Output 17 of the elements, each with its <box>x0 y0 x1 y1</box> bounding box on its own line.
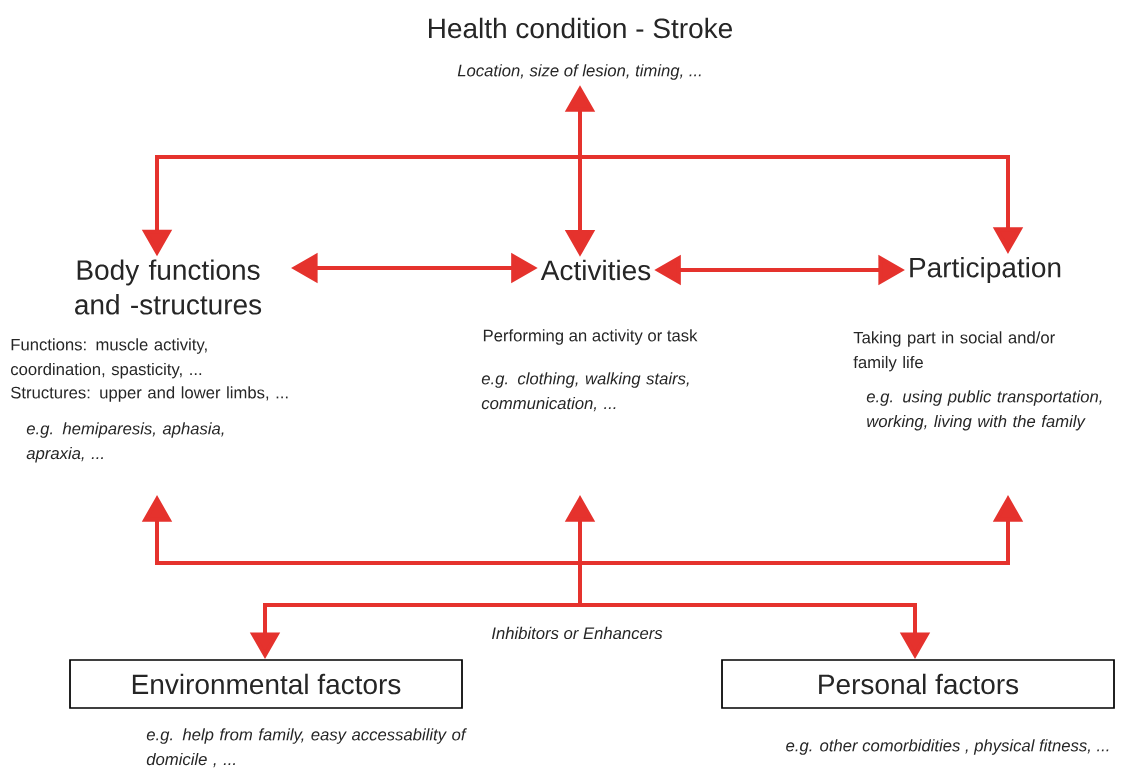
example-text: Location, size of lesion, timing, ... <box>457 64 701 80</box>
category-heading: Body functions and -structures <box>75 259 262 315</box>
example-text: e.g. other comorbidities , physical fitness, ... <box>786 739 1109 755</box>
description-text: Taking part in social and/or family life <box>853 331 1055 372</box>
description-text: Structures: upper and lower limbs, ... <box>11 386 288 402</box>
description-text: Functions: muscle activity, coordination, spasticity, ... <box>11 338 207 379</box>
category-heading: Participation <box>910 256 1061 284</box>
example-text: e.g. help from family, easy accessability of domicile , ... <box>146 728 467 768</box>
factor-box: Personal factors <box>721 659 1115 709</box>
category-heading: Activities <box>540 259 651 281</box>
description-text: Performing an activity or task <box>483 329 698 345</box>
example-text: e.g. clothing, walking stairs, communication, ... <box>481 372 689 412</box>
example-text: e.g. hemiparesis, aphasia, apraxia, ... <box>26 422 224 463</box>
connector-label: Inhibitors or Enhancers <box>492 626 663 640</box>
example-text: e.g. using public transportation, working, living with the family <box>866 390 1102 431</box>
factor-box: Environmental factors <box>69 659 463 709</box>
category-heading: Health condition - Stroke <box>429 17 732 39</box>
